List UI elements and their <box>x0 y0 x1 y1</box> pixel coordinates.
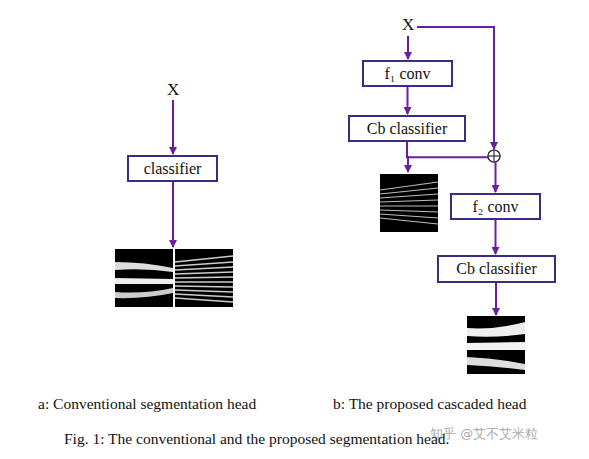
segmentation-image <box>467 316 525 374</box>
box-text: Cb classifier <box>367 120 447 138</box>
box-text: classifier <box>144 160 202 178</box>
process-box: Cb classifier <box>348 115 466 142</box>
process-box: f₂ conv <box>450 193 541 220</box>
sum-symbol <box>488 150 500 162</box>
box-text: f₂ conv <box>472 198 518 216</box>
output-arrow <box>407 156 409 172</box>
input-arrow <box>407 36 409 59</box>
input-label: X <box>167 80 179 100</box>
output-arrow <box>172 182 174 247</box>
segmentation-image <box>380 174 438 232</box>
process-box: Cb classifier <box>437 255 556 283</box>
box-text: Cb classifier <box>456 260 536 278</box>
segmentation-image <box>115 249 233 307</box>
process-box: f₁ conv <box>362 60 453 87</box>
subfigure-label: a: Conventional segmentation head <box>38 395 256 413</box>
process-box: classifier <box>127 155 218 182</box>
subfigure-label: b: The proposed cascaded head <box>333 395 526 413</box>
flow-arrow <box>407 142 496 192</box>
input-arrow <box>172 100 174 154</box>
flow-arrow <box>495 220 497 254</box>
box-text: f₁ conv <box>384 65 430 83</box>
sum-symbol <box>488 150 500 162</box>
flow-arrow <box>407 87 409 114</box>
input-label: X <box>402 15 414 35</box>
output-arrow <box>495 283 497 315</box>
figure-caption: Fig. 1: The conventional and the propose… <box>64 430 449 448</box>
